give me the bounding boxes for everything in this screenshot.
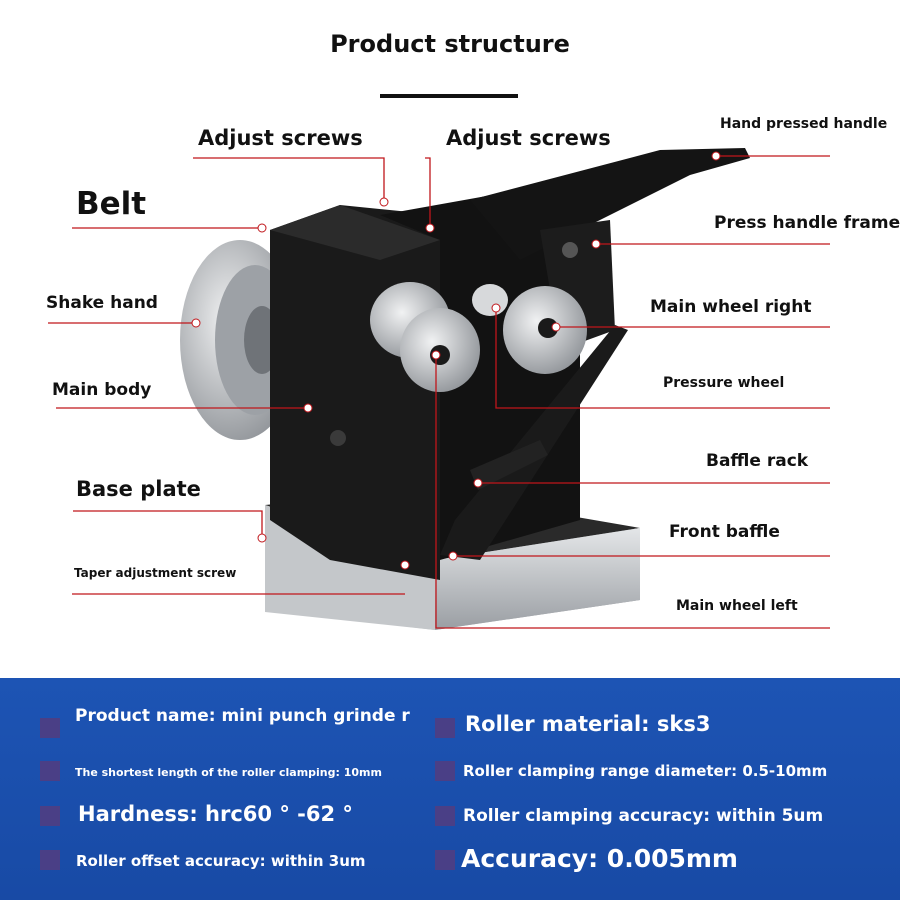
spec-panel: Product name: mini punch grinde r Roller… — [0, 678, 900, 900]
label-main-body: Main body — [52, 380, 152, 400]
rollers-shape — [370, 282, 587, 392]
label-hand-pressed-handle: Hand pressed handle — [720, 116, 888, 132]
product-illustration — [48, 148, 830, 630]
leader-dots — [191, 151, 721, 570]
spec-hardness: Hardness: hrc60 ° -62 ° — [78, 802, 353, 826]
front-baffle-shape — [440, 325, 628, 560]
spec-bullet — [435, 718, 455, 738]
label-main-wheel-right: Main wheel right — [650, 297, 812, 317]
label-base-plate: Base plate — [76, 477, 201, 501]
title-underline — [380, 94, 518, 98]
spec-shortest-length: The shortest length of the roller clampi… — [75, 766, 382, 779]
spec-bullet — [40, 718, 60, 738]
spec-clamping-range: Roller clamping range diameter: 0.5-10mm — [463, 762, 828, 780]
spec-bullet — [435, 761, 455, 781]
page-title: Product structure — [330, 30, 570, 58]
label-pressure-wheel: Pressure wheel — [663, 375, 785, 391]
spec-bullet — [435, 806, 455, 826]
spec-bullet — [40, 761, 60, 781]
spec-clamping-accuracy: Roller clamping accuracy: within 5um — [463, 806, 824, 826]
label-press-handle-frame: Press handle frame — [714, 213, 900, 233]
label-adjust-screws-left: Adjust screws — [198, 126, 363, 150]
label-belt: Belt — [76, 186, 147, 222]
label-adjust-screws-right: Adjust screws — [446, 126, 611, 150]
spec-roller-material: Roller material: sks3 — [465, 712, 711, 736]
spec-product-name: Product name: mini punch grinde r — [75, 706, 410, 726]
spec-offset-accuracy: Roller offset accuracy: within 3um — [76, 852, 366, 870]
label-shake-hand: Shake hand — [46, 293, 158, 313]
spec-bullet — [40, 806, 60, 826]
label-taper-adjustment-screw: Taper adjustment screw — [74, 566, 237, 580]
label-main-wheel-left: Main wheel left — [676, 598, 798, 614]
spec-accuracy: Accuracy: 0.005mm — [461, 844, 738, 873]
label-front-baffle: Front baffle — [669, 522, 780, 542]
label-baffle-rack: Baffle rack — [706, 451, 809, 471]
spec-bullet — [435, 850, 455, 870]
spec-bullet — [40, 850, 60, 870]
leader-lines — [48, 155, 830, 629]
